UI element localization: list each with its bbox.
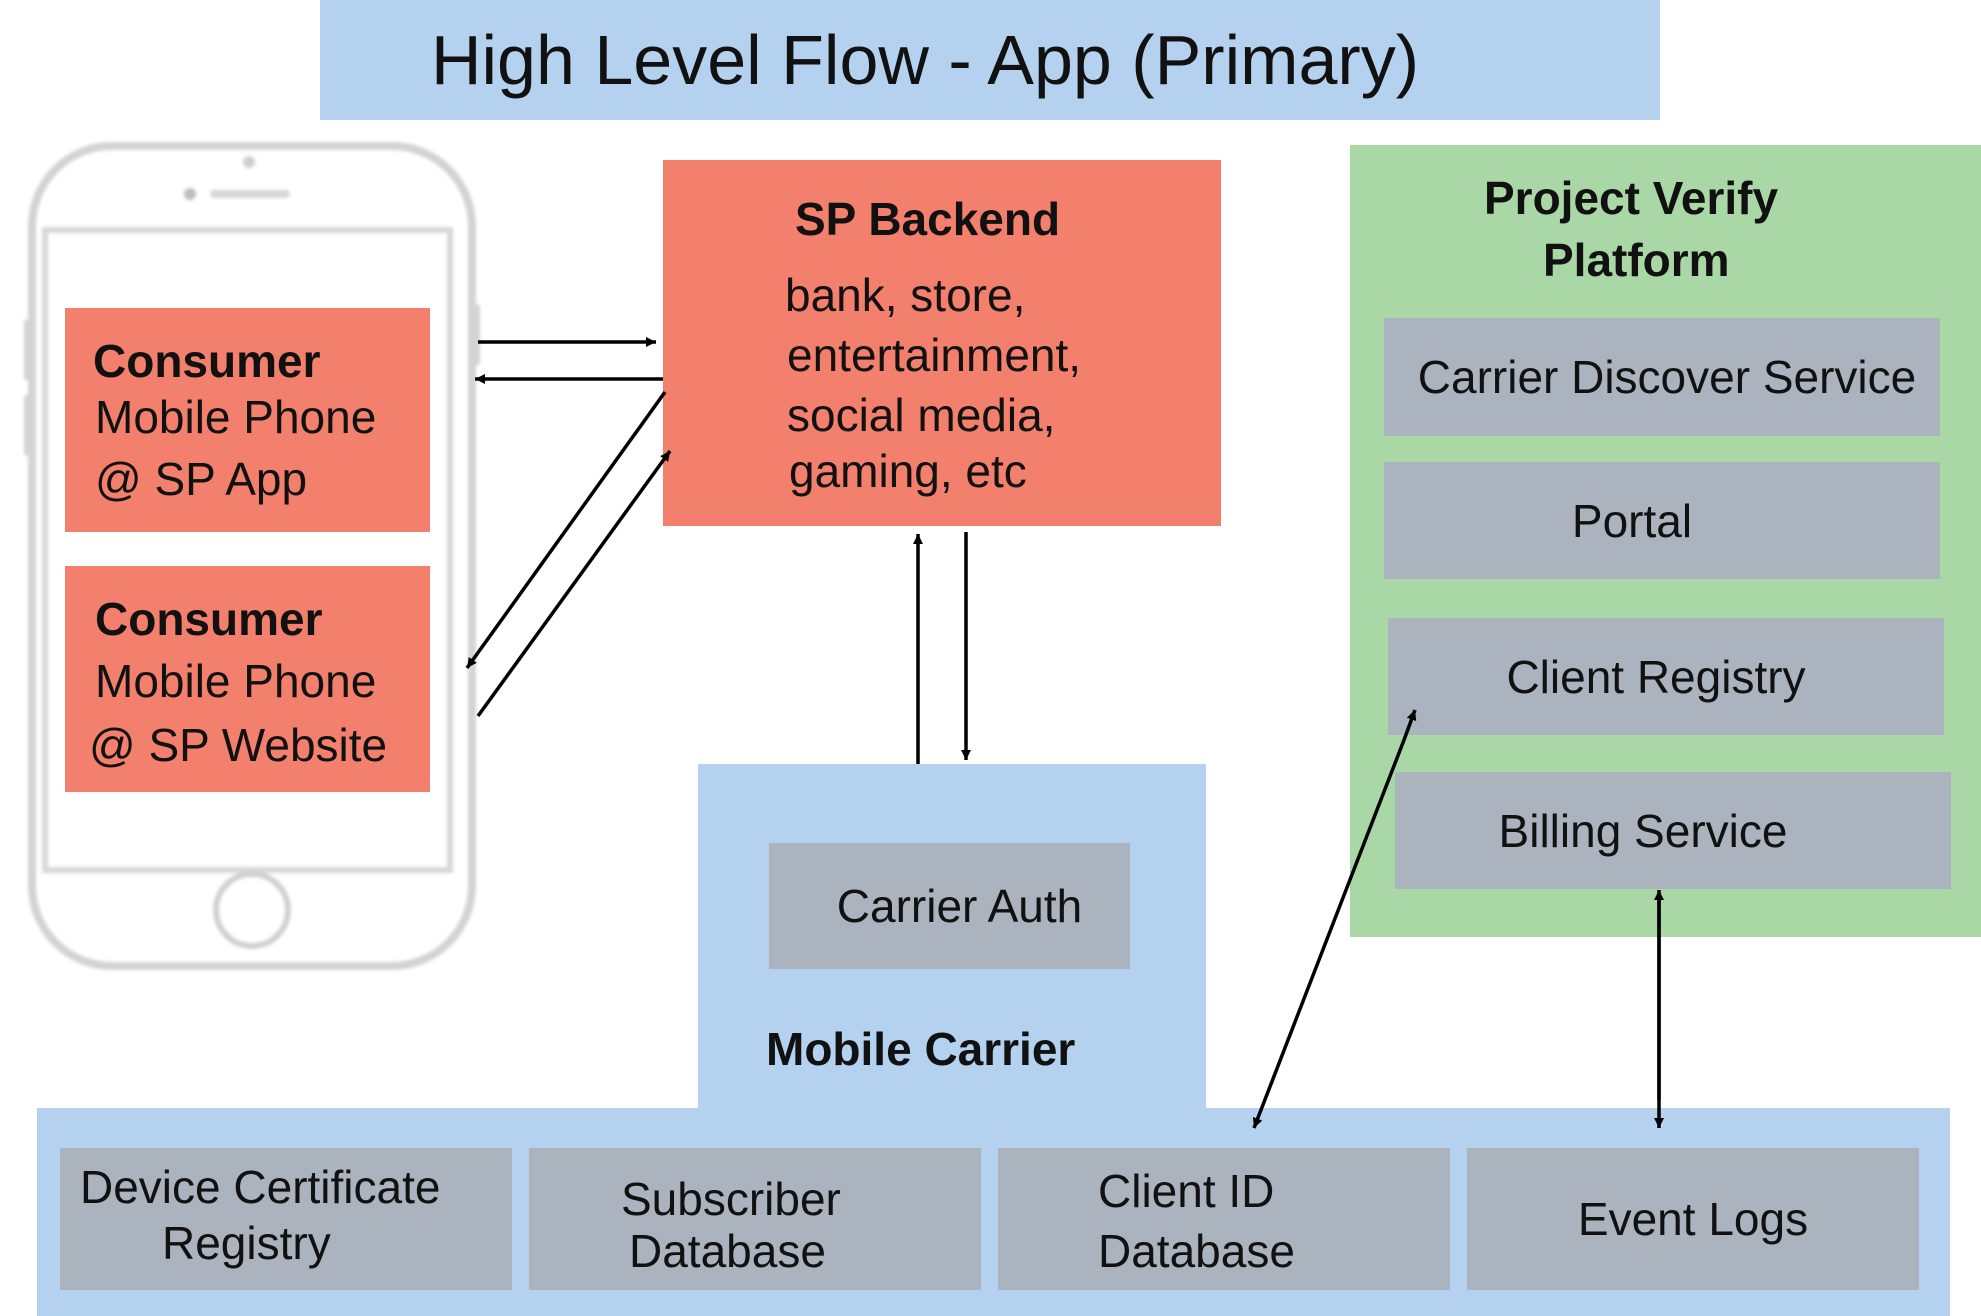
service-label: Carrier Discover Service [1417,351,1917,403]
carrier-auth-label: Carrier Auth [836,880,1083,932]
db-label: Event Logs [1577,1193,1809,1245]
event-logs: Event Logs [1467,1148,1919,1290]
sp-backend-box: SP Backend bank, store, entertainment, s… [663,160,1221,526]
consumer-app-heading: Consumer [93,335,321,387]
carrier-discover-service: Carrier Discover Service [1384,318,1940,436]
page-title: High Level Flow - App (Primary) [430,21,1420,99]
service-label: Billing Service [1498,804,1788,857]
client-id-database: Client ID Database [998,1148,1450,1290]
service-label: Client Registry [1506,650,1806,703]
consumer-app-card: Consumer Mobile Phone @ SP App [65,308,430,532]
platform-title-line1: Project Verify [1484,172,1779,224]
platform-title-line2: Platform [1543,234,1730,286]
consumer-app-line1: Mobile Phone [95,391,377,443]
db-label: Subscriber [621,1173,841,1225]
sp-backend-line: social media, [787,389,1056,441]
billing-service: Billing Service [1395,772,1951,889]
sp-backend-line: entertainment, [787,329,1082,381]
arrow-registry-to-clientid [1252,739,1406,1129]
client-registry-service: Client Registry [1388,618,1944,735]
db-label: Registry [162,1217,331,1269]
consumer-app-line2: @ SP App [95,453,308,505]
consumer-web-line1: Mobile Phone [95,655,377,707]
device-certificate-registry: Device Certificate Registry [60,1148,512,1290]
db-label: Device Certificate [80,1161,441,1213]
consumer-web-card: Consumer Mobile Phone @ SP Website [65,566,430,792]
subscriber-database: Subscriber Database [529,1148,981,1290]
sp-backend-title: SP Backend [795,193,1061,245]
arrow-website-to-backend [476,449,672,718]
sp-backend-line: gaming, etc [789,445,1027,497]
db-label: Client ID [1098,1165,1275,1217]
arrow-backend-to-website [465,390,667,670]
mobile-carrier-label: Mobile Carrier [766,1023,1076,1075]
consumer-web-heading: Consumer [95,593,323,645]
portal-service: Portal [1384,462,1940,579]
sp-backend-line: bank, store, [785,269,1026,321]
carrier-auth-box: Carrier Auth [769,843,1130,969]
db-label: Database [1098,1225,1295,1277]
arrow-clientid-to-registry [1402,709,1417,741]
consumer-web-line2: @ SP Website [89,719,388,771]
service-label: Portal [1571,494,1693,547]
title-banner: High Level Flow - App (Primary) [320,0,1660,120]
db-label: Database [629,1225,826,1277]
